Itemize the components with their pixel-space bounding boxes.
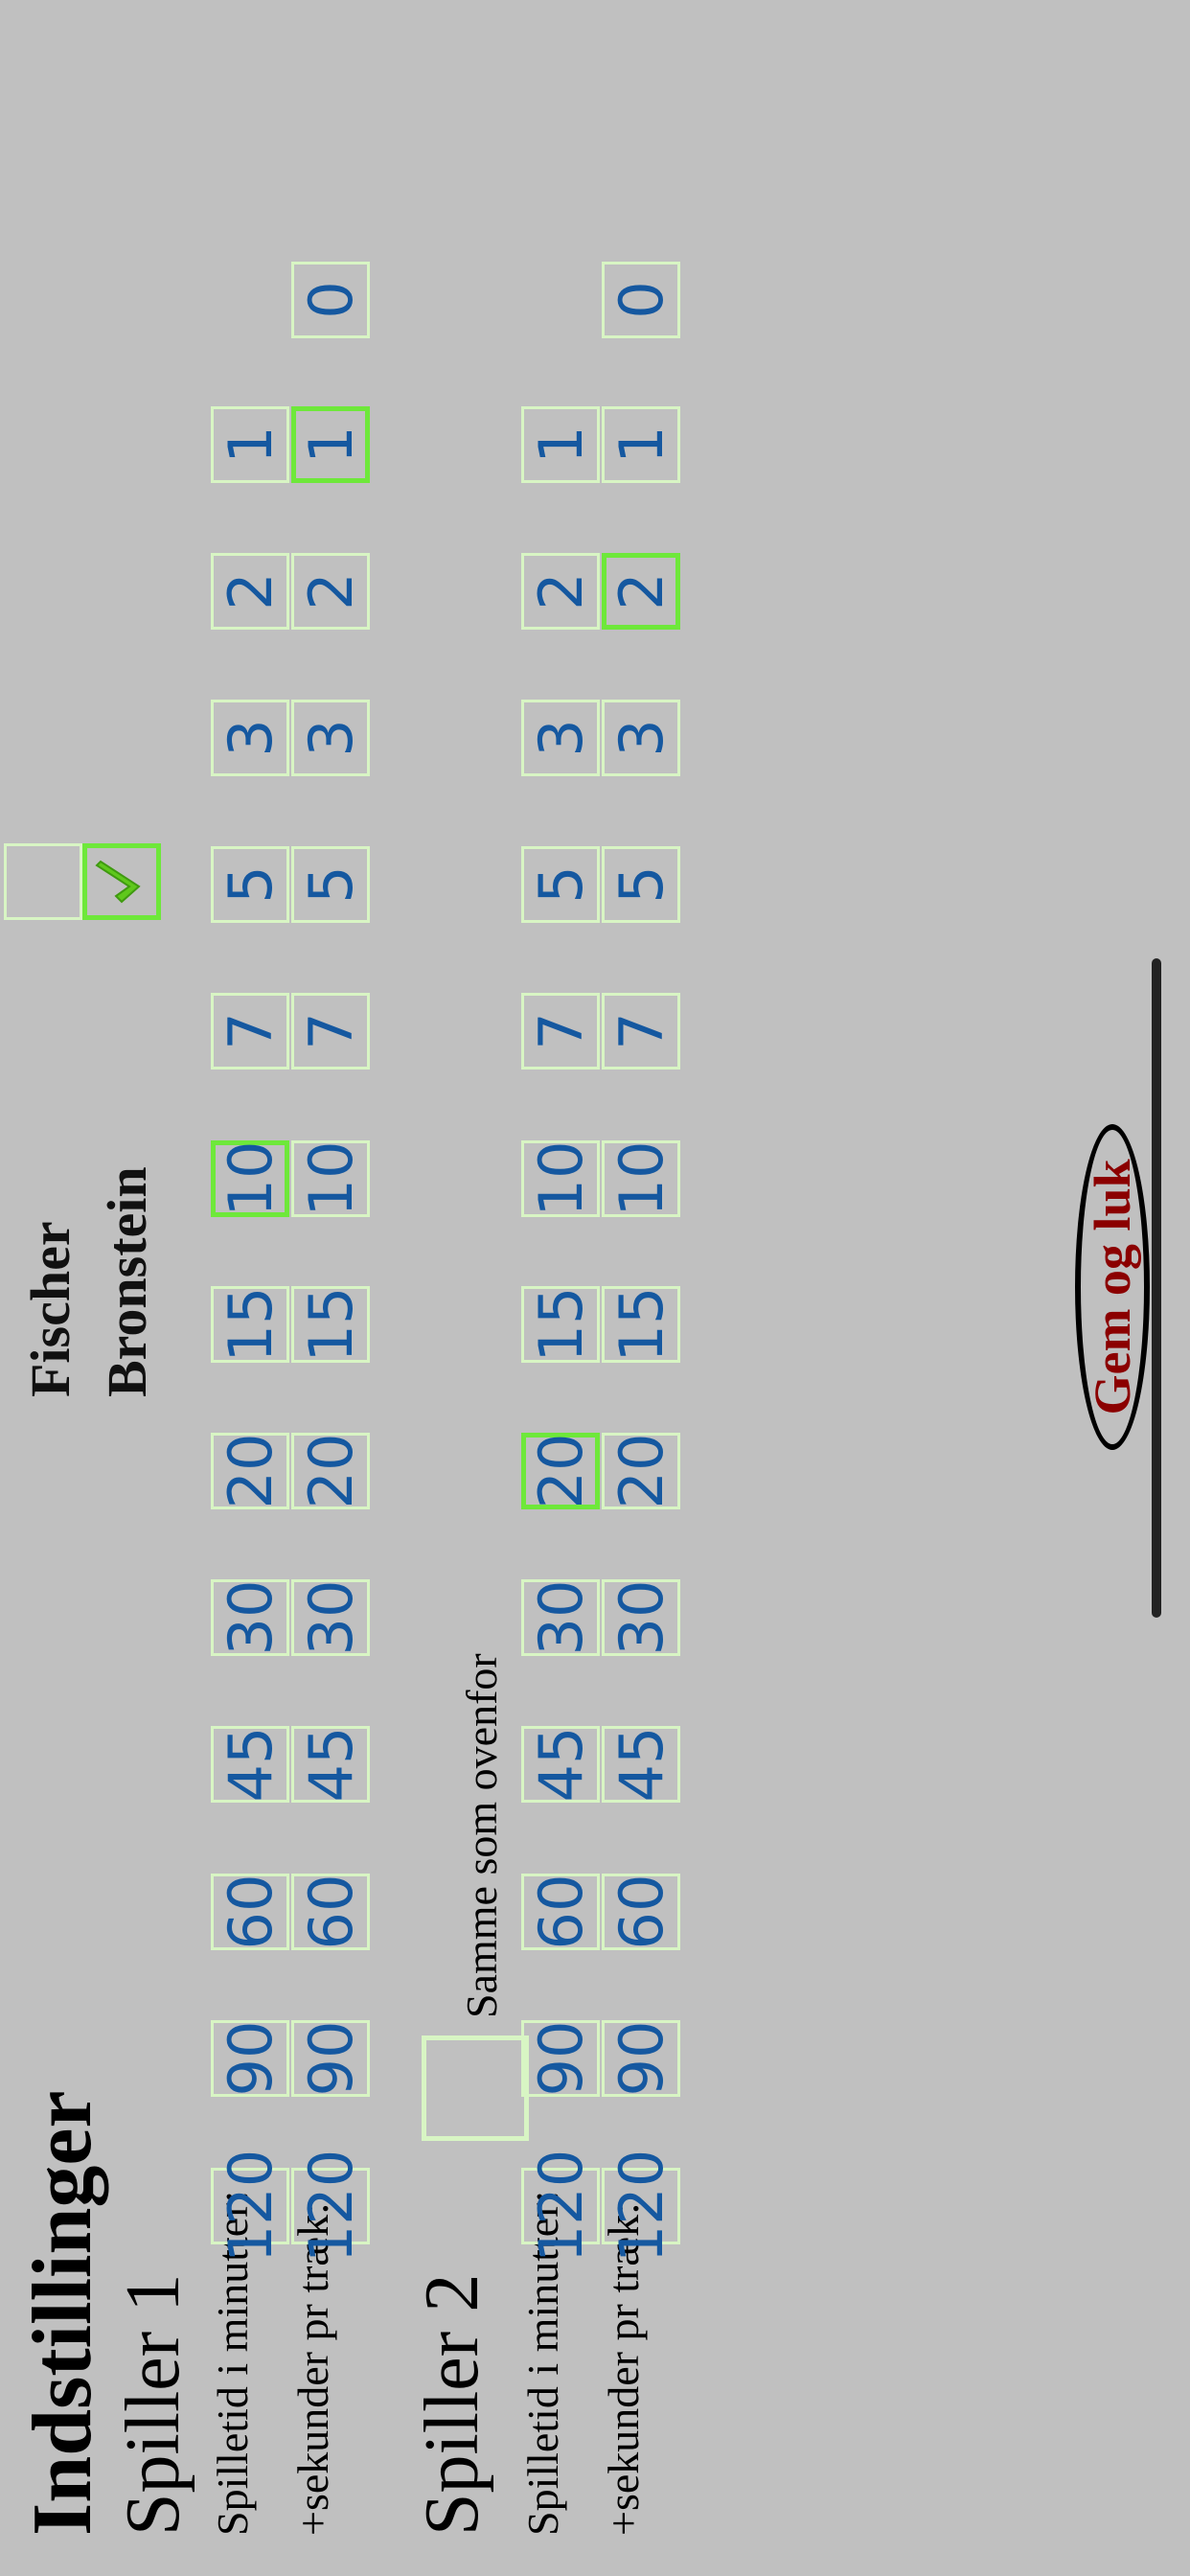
player2-minutes-option-90[interactable]: 90 — [521, 2020, 600, 2097]
player2-seconds-option-20[interactable]: 20 — [602, 1433, 680, 1509]
player1-seconds-option-90[interactable]: 90 — [291, 2020, 370, 2097]
player2-minutes-option-5[interactable]: 5 — [521, 846, 600, 923]
player1-minutes-option-90[interactable]: 90 — [211, 2020, 289, 2097]
player1-seconds-option-5[interactable]: 5 — [291, 846, 370, 923]
player2-seconds-option-60[interactable]: 60 — [602, 1874, 680, 1950]
player1-seconds-option-120[interactable]: 120 — [291, 2150, 370, 2263]
player1-minutes-option-7[interactable]: 7 — [211, 993, 289, 1070]
player1-seconds-option-15[interactable]: 15 — [291, 1286, 370, 1363]
player1-seconds-option-10[interactable]: 10 — [291, 1140, 370, 1217]
player2-minutes-option-20[interactable]: 20 — [521, 1433, 600, 1509]
player1-seconds-option-30[interactable]: 30 — [291, 1579, 370, 1656]
player2-minutes-option-1[interactable]: 1 — [521, 406, 600, 483]
player1-seconds-option-7[interactable]: 7 — [291, 993, 370, 1070]
player1-minutes-option-30[interactable]: 30 — [211, 1579, 289, 1656]
player2-seconds-option-10[interactable]: 10 — [602, 1140, 680, 1217]
home-indicator — [1152, 958, 1161, 1618]
player2-minutes-option-15[interactable]: 15 — [521, 1286, 600, 1363]
bronstein-label: Bronstein — [96, 1166, 158, 1397]
player2-seconds-option-2[interactable]: 2 — [602, 553, 680, 630]
player2-minutes-option-3[interactable]: 3 — [521, 700, 600, 776]
player1-minutes-option-15[interactable]: 15 — [211, 1286, 289, 1363]
player1-seconds-option-60[interactable]: 60 — [291, 1874, 370, 1950]
fischer-option[interactable] — [4, 843, 82, 920]
save-and-close-button[interactable]: Gem og luk — [1075, 1124, 1150, 1450]
bronstein-option[interactable] — [82, 843, 161, 920]
player1-minutes-option-120[interactable]: 120 — [211, 2150, 289, 2263]
player2-heading: Spiller 2 — [410, 2273, 494, 2536]
player1-minutes-option-2[interactable]: 2 — [211, 553, 289, 630]
player2-seconds-option-3[interactable]: 3 — [602, 700, 680, 776]
player1-seconds-option-3[interactable]: 3 — [291, 700, 370, 776]
player2-minutes-option-45[interactable]: 45 — [521, 1726, 600, 1803]
player2-minutes-option-60[interactable]: 60 — [521, 1874, 600, 1950]
player1-seconds-option-0[interactable]: 0 — [291, 262, 370, 338]
player2-seconds-option-7[interactable]: 7 — [602, 993, 680, 1070]
player1-seconds-option-20[interactable]: 20 — [291, 1433, 370, 1509]
player2-seconds-option-5[interactable]: 5 — [602, 846, 680, 923]
player2-seconds-option-15[interactable]: 15 — [602, 1286, 680, 1363]
player2-seconds-option-90[interactable]: 90 — [602, 2020, 680, 2097]
player1-minutes-option-60[interactable]: 60 — [211, 1874, 289, 1950]
player2-minutes-option-2[interactable]: 2 — [521, 553, 600, 630]
checkmark-icon — [95, 860, 141, 904]
player2-seconds-option-30[interactable]: 30 — [602, 1579, 680, 1656]
player2-minutes-option-30[interactable]: 30 — [521, 1579, 600, 1656]
fischer-label: Fischer — [19, 1221, 81, 1397]
player1-minutes-option-3[interactable]: 3 — [211, 700, 289, 776]
player2-seconds-option-120[interactable]: 120 — [602, 2150, 680, 2263]
player2-minutes-option-120[interactable]: 120 — [521, 2150, 600, 2263]
player1-heading: Spiller 1 — [111, 2273, 195, 2536]
player1-minutes-option-45[interactable]: 45 — [211, 1726, 289, 1803]
player1-minutes-option-5[interactable]: 5 — [211, 846, 289, 923]
player2-seconds-option-1[interactable]: 1 — [602, 406, 680, 483]
player1-minutes-option-20[interactable]: 20 — [211, 1433, 289, 1509]
player2-seconds-option-45[interactable]: 45 — [602, 1726, 680, 1803]
player2-minutes-option-7[interactable]: 7 — [521, 993, 600, 1070]
page-title: Indstillinger — [16, 2090, 109, 2536]
player1-seconds-option-2[interactable]: 2 — [291, 553, 370, 630]
player2-seconds-option-0[interactable]: 0 — [602, 262, 680, 338]
same-as-above-checkbox[interactable] — [422, 2036, 529, 2141]
same-as-above-label: Samme som ovenfor — [457, 1653, 506, 2018]
player1-seconds-option-45[interactable]: 45 — [291, 1726, 370, 1803]
player2-minutes-option-10[interactable]: 10 — [521, 1140, 600, 1217]
player1-minutes-option-10[interactable]: 10 — [211, 1140, 289, 1217]
player1-seconds-option-1[interactable]: 1 — [291, 406, 370, 483]
player1-minutes-option-1[interactable]: 1 — [211, 406, 289, 483]
